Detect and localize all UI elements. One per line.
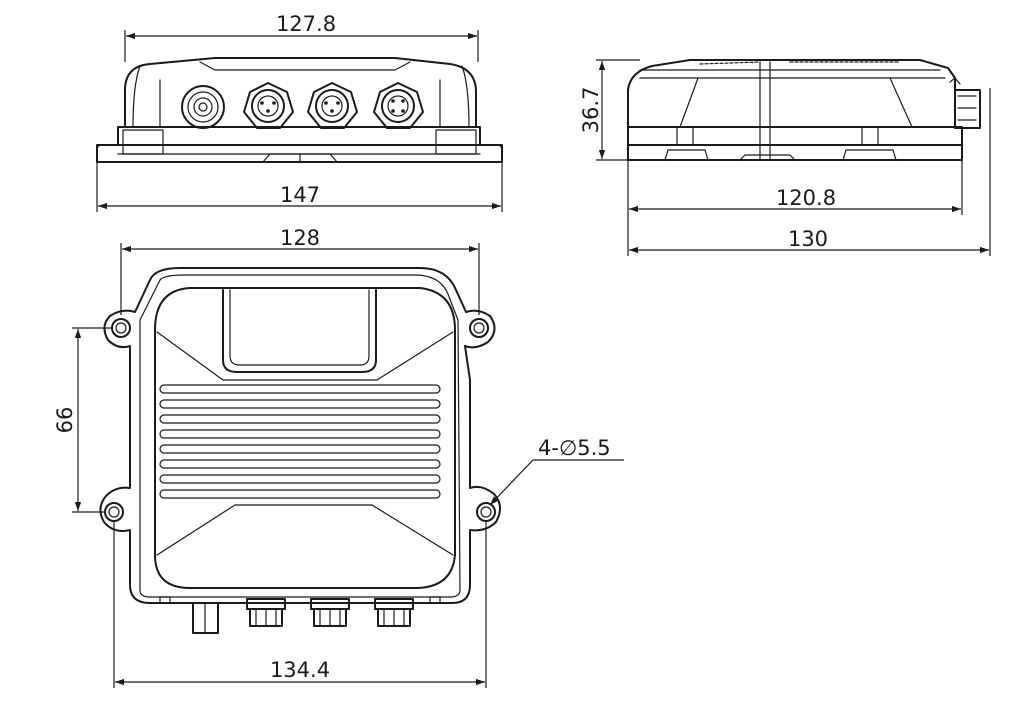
- top-overall-dimension: 134.4: [270, 658, 330, 682]
- top-width-dimension: 128: [280, 226, 320, 250]
- m12-connector-icon: [310, 598, 350, 627]
- mount-hole-icon: [104, 502, 124, 522]
- coax-connector-icon: [181, 85, 225, 129]
- front-view: 127.8 147: [96, 12, 503, 212]
- side-overall-dimension: 130: [788, 227, 828, 251]
- mount-hole-icon: [111, 318, 131, 338]
- m12-connector-icon: [246, 598, 286, 627]
- m12-3pin-connector-icon: [243, 82, 294, 129]
- top-view: 128 66 4-∅5.5 134.4: [53, 226, 624, 688]
- m12-connector-icon: [374, 598, 414, 627]
- m12-4pin-connector-icon: [373, 82, 424, 129]
- side-view: 36.7 120.8 130: [579, 59, 991, 256]
- mount-hole-callout: 4-∅5.5: [538, 436, 611, 460]
- side-height-dimension: 36.7: [579, 87, 603, 134]
- side-inner-dimension: 120.8: [776, 186, 836, 210]
- coax-connector-icon: [192, 602, 219, 634]
- front-width-dimension: 127.8: [276, 12, 336, 36]
- mount-hole-icon: [469, 318, 489, 338]
- front-base-dimension: 147: [280, 183, 320, 207]
- cooling-fins: [159, 384, 441, 499]
- m12-3pin-connector-icon: [307, 82, 358, 129]
- mount-hole-icon: [476, 502, 496, 522]
- hole-spacing-dimension: 66: [53, 407, 77, 434]
